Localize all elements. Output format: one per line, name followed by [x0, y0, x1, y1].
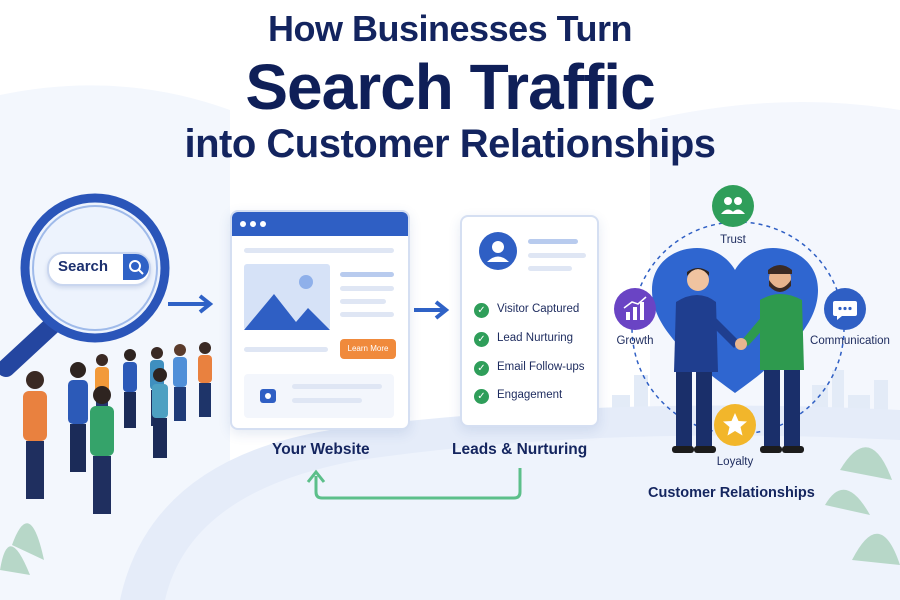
text-line: [244, 248, 394, 253]
website-caption: Your Website: [272, 441, 370, 458]
contact-widget: [244, 374, 394, 418]
title-line-3: into Customer Relationships: [184, 122, 717, 166]
window-dot-icon: [250, 221, 256, 227]
image-placeholder-icon: [244, 264, 330, 330]
growth-node: [614, 288, 656, 330]
website-mockup: Learn More: [230, 210, 410, 430]
text-line: [292, 398, 362, 403]
feedback-loop-arrow: [306, 468, 522, 500]
text-line: [340, 299, 386, 304]
star-icon: [723, 413, 747, 436]
check-icon: ✓: [474, 332, 489, 347]
communication-node: [824, 288, 866, 330]
handshake-illustration: [672, 265, 804, 453]
window-dot-icon: [240, 221, 246, 227]
arrow-right-icon: [412, 296, 454, 330]
lead-item: Lead Nurturing: [497, 332, 574, 344]
text-line: [244, 347, 328, 352]
search-icon: [129, 260, 144, 275]
title-line-1: How Businesses Turn: [268, 8, 632, 49]
check-icon: ✓: [474, 389, 489, 404]
user-avatar-icon: [479, 232, 517, 270]
loyalty-node: [714, 404, 756, 446]
lead-item: Email Follow-ups: [497, 361, 585, 373]
search-label: Search: [58, 258, 109, 275]
text-line: [340, 312, 394, 317]
text-line: [340, 272, 394, 277]
title-line-2: Search Traffic: [245, 51, 655, 123]
growth-label: Growth: [616, 335, 654, 347]
communication-label: Communication: [810, 335, 890, 347]
search-button[interactable]: [123, 254, 149, 280]
text-line: [528, 253, 586, 258]
lead-item: Engagement: [497, 389, 563, 401]
lead-item: Visitor Captured: [497, 303, 580, 315]
camera-icon: [260, 389, 276, 403]
window-dot-icon: [260, 221, 266, 227]
text-line: [528, 239, 578, 244]
growth-chart-icon: [623, 296, 647, 320]
trust-node: [712, 185, 754, 227]
people-group-icon: [721, 197, 745, 214]
relationships-caption: Customer Relationships: [648, 485, 815, 501]
arrow-right-icon: [166, 290, 218, 324]
text-line: [292, 384, 382, 389]
check-icon: ✓: [474, 303, 489, 318]
learn-more-button[interactable]: Learn More: [340, 339, 396, 359]
browser-title-bar: [232, 212, 408, 236]
people-crowd-illustration: [23, 342, 212, 514]
text-line: [340, 286, 394, 291]
text-line: [528, 266, 572, 271]
chat-bubble-icon: [833, 301, 857, 320]
leads-caption: Leads & Nurturing: [452, 441, 588, 458]
leads-card: ✓ Visitor Captured ✓ Lead Nurturing ✓ Em…: [460, 215, 599, 427]
loyalty-label: Loyalty: [716, 456, 754, 468]
check-icon: ✓: [474, 361, 489, 376]
trust-label: Trust: [720, 234, 746, 246]
